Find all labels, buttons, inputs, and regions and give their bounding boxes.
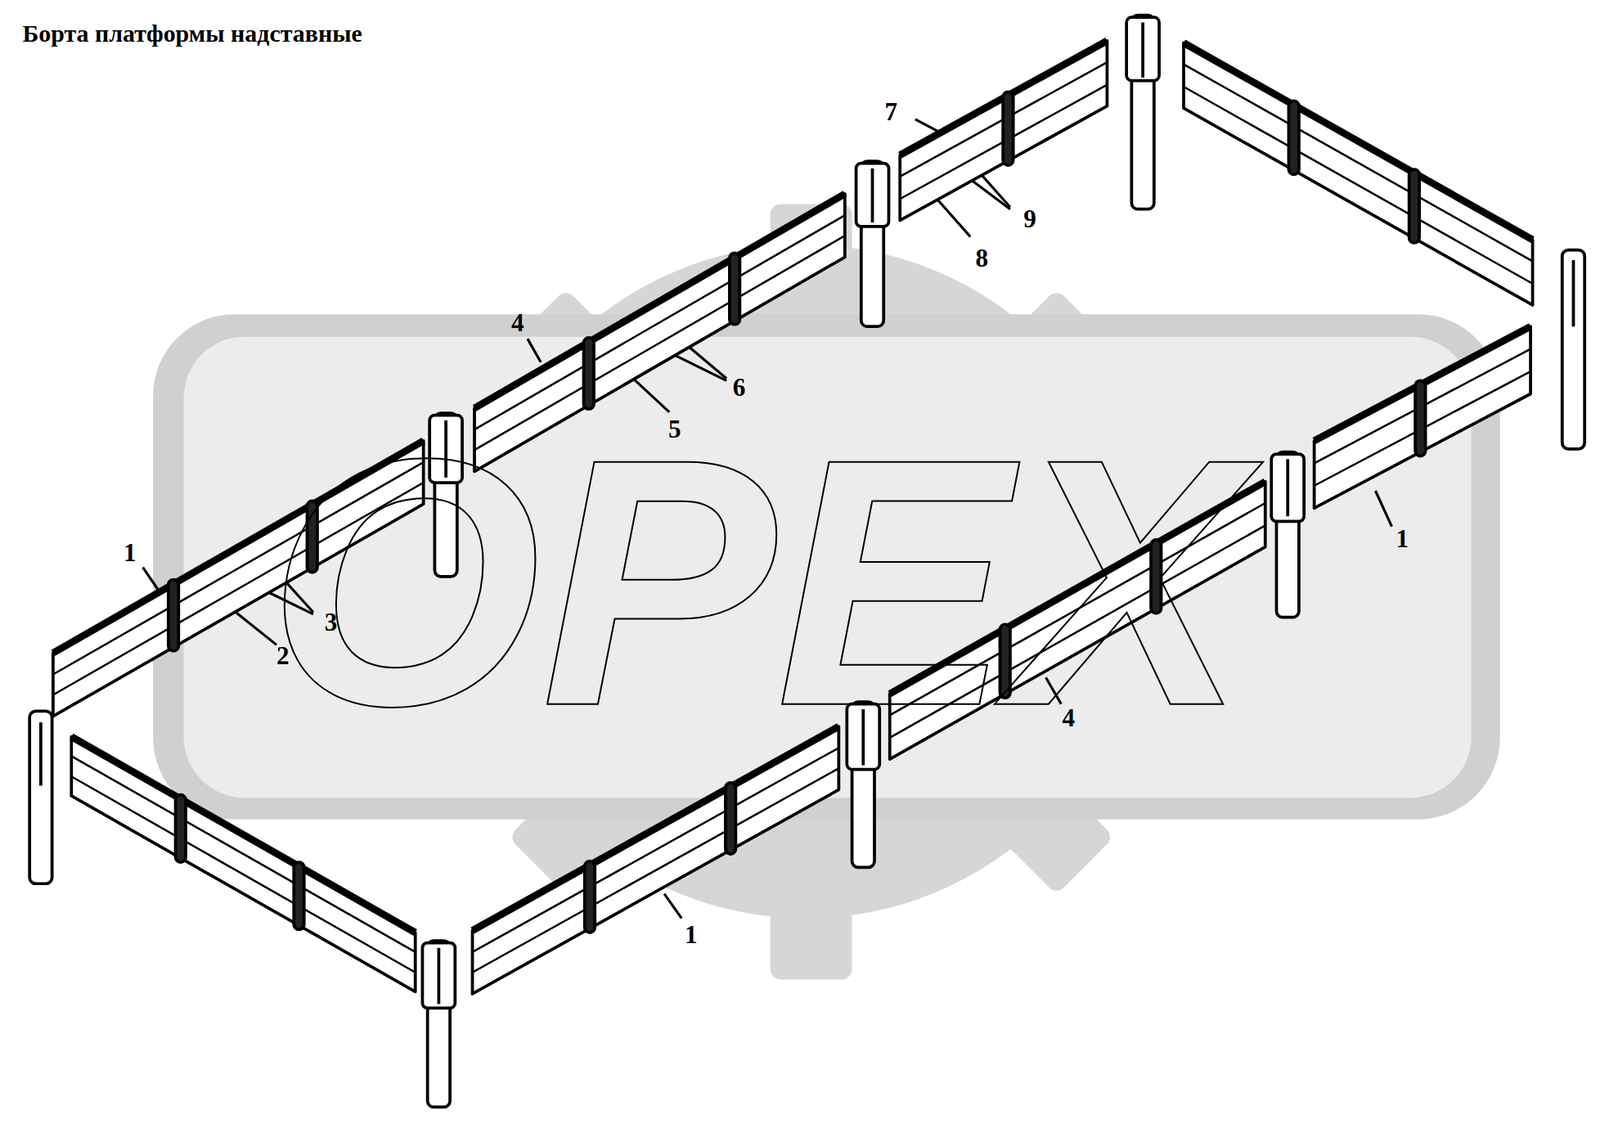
- callout-number: 7: [884, 98, 898, 125]
- callout-number: 9: [1023, 206, 1037, 232]
- callout-number: 1: [1395, 525, 1409, 551]
- callout-number: 1: [684, 921, 698, 947]
- callout-number: 8: [975, 244, 989, 270]
- callout-number: 1: [123, 539, 137, 566]
- stakes: [29, 15, 1585, 1108]
- boards: [53, 40, 1533, 994]
- callout-number: 6: [732, 374, 747, 400]
- watermark: OPEX: [267, 405, 1246, 758]
- diagram-title: Борта платформы надставные: [22, 20, 362, 49]
- watermark-logo: [152, 203, 1501, 980]
- callout-number: 4: [511, 310, 525, 336]
